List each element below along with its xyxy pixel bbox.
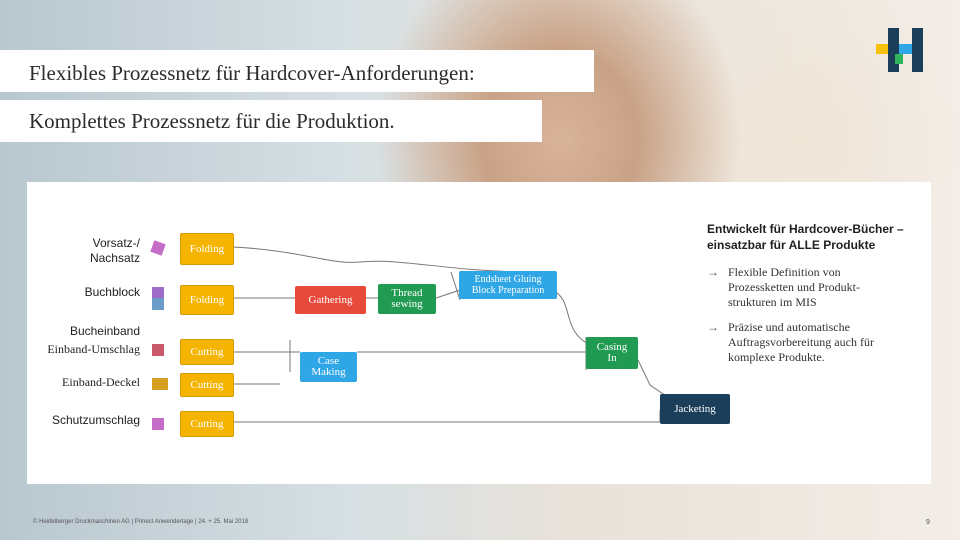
board-icon — [152, 378, 168, 390]
box-thread-sewing: Thread sewing — [378, 284, 436, 314]
product-sheet-icon — [152, 298, 164, 310]
row-label-einband-deckel: Einband-Deckel — [30, 375, 140, 390]
box-case-making: Case Making — [300, 352, 357, 382]
page-number: 9 — [926, 519, 930, 526]
box-cutting-1: Cutting — [180, 339, 234, 365]
row-label-bucheinband: Bucheinband — [40, 324, 140, 338]
product-sheet-icon — [152, 344, 164, 356]
bullet-1-text: Flexible Definition von Prozessketten un… — [728, 265, 898, 310]
row-label-buchblock: Buchblock — [40, 285, 140, 299]
box-cutting-2: Cutting — [180, 373, 234, 397]
row-label-einband-umschlag: Einband-Umschlag — [30, 342, 140, 357]
box-cutting-3: Cutting — [180, 411, 234, 437]
product-sheet-icon — [152, 418, 164, 430]
box-folding-1: Folding — [180, 233, 234, 265]
info-heading: Entwickelt für Hardcover-Bücher – einsat… — [707, 221, 907, 253]
box-gathering: Gathering — [295, 286, 366, 314]
row-label-vorsatz: Vorsatz-/ Nachsatz — [40, 236, 140, 266]
footer-text: © Heidelberger Druckmaschinen AG | Prine… — [33, 519, 248, 525]
arrow-right-icon: → — [707, 320, 719, 335]
info-bullet-2: → Präzise und automatische Auftragsvorbe… — [707, 320, 887, 368]
arrow-right-icon: → — [707, 265, 719, 280]
box-jacketing: Jacketing — [660, 394, 730, 424]
row-label-schutzumschlag: Schutzumschlag — [30, 413, 140, 427]
info-bullet-1: → Flexible Definition von Prozessketten … — [707, 265, 887, 313]
bullet-2-text: Präzise und automatische Auftragsvorbere… — [728, 320, 898, 365]
box-endsheet-gluing: Endsheet Gluing Block Preparation — [459, 271, 557, 299]
box-casing-in: Casing In — [586, 337, 638, 369]
box-folding-2: Folding — [180, 285, 234, 315]
